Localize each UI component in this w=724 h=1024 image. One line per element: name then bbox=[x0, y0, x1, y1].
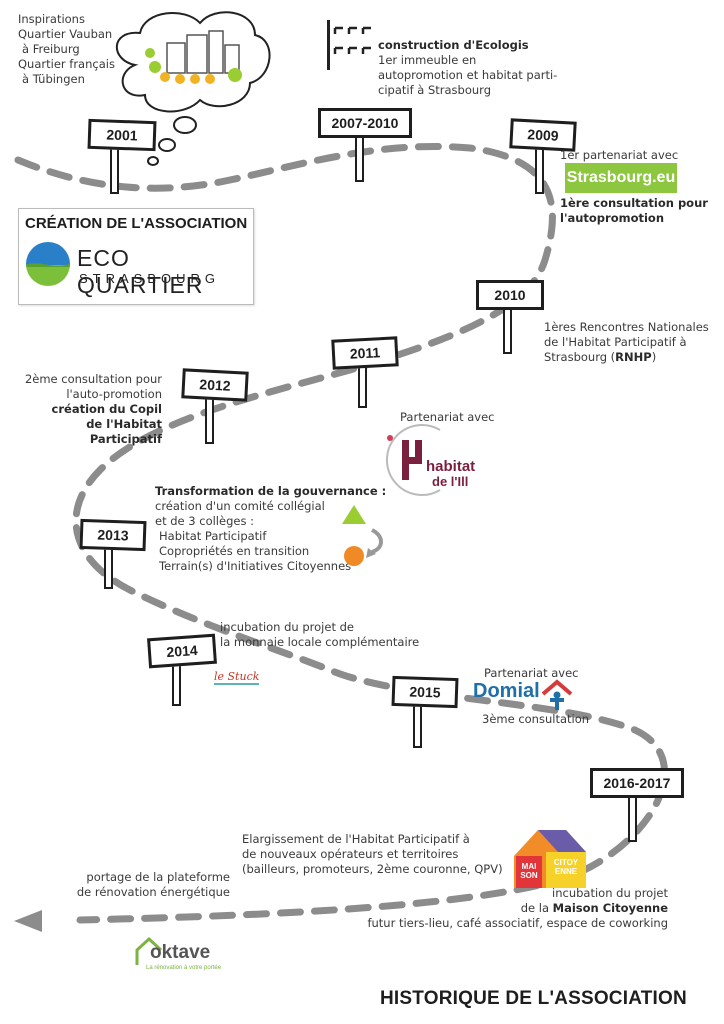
governance-text: Transformation de la gouvernance : créat… bbox=[155, 484, 386, 574]
copil-line: de l'Habitat Participatif bbox=[86, 417, 162, 446]
signpost-2014-post bbox=[172, 660, 181, 706]
habitat-ill-logo-subtext: de l'Ill bbox=[432, 474, 469, 489]
consult-2012-text: 2ème consultation pour l'auto-promotion … bbox=[20, 372, 162, 447]
domial-house-icon bbox=[541, 679, 573, 710]
inspirations-line: Quartier français bbox=[18, 57, 115, 71]
oktave-tagline: La rénovation à votre portée bbox=[146, 965, 222, 971]
governance-line: Habitat Participatif bbox=[159, 529, 267, 543]
rnhp-prefix: Strasbourg ( bbox=[544, 350, 616, 364]
maison-line: incubation du projet bbox=[552, 886, 668, 900]
signpost-2013: 2013 bbox=[79, 518, 147, 552]
signpost-2015-post bbox=[413, 700, 422, 748]
eco-quartier-logo-subtext: STRASBOURG bbox=[79, 271, 221, 286]
inspirations-line: Quartier Vauban bbox=[18, 27, 113, 41]
consult-2009-text: 1ère consultation pour l'autopromotion bbox=[560, 196, 708, 226]
maison-citoyenne-text: incubation du projet de la Maison Citoye… bbox=[360, 886, 668, 931]
building-icon bbox=[327, 20, 371, 70]
maison-citoyenne-logo-icon bbox=[514, 830, 586, 888]
monnaie-line: la monnaie locale complémentaire bbox=[220, 635, 420, 649]
signpost-2001: 2001 bbox=[87, 118, 157, 152]
governance-line: création d'un comité collégial bbox=[155, 499, 325, 513]
elargissement-line: de nouveaux opérateurs et territoires bbox=[242, 847, 459, 861]
association-heading: CRÉATION DE L'ASSOCIATION bbox=[25, 215, 248, 232]
page-title: HISTORIQUE DE L'ASSOCIATION bbox=[380, 988, 687, 1009]
road-path bbox=[14, 142, 668, 924]
copil-line: création du Copil bbox=[51, 402, 162, 416]
rnhp-acronym: RNHP bbox=[615, 350, 652, 364]
stuck-logo: le Stuck bbox=[214, 670, 260, 685]
maison-logo-right-text: CITOY ENNE bbox=[553, 858, 579, 876]
eco-quartier-logo-text: ECO QUARTIER bbox=[77, 245, 204, 298]
consult-2012-line: 2ème consultation pour bbox=[24, 372, 162, 386]
signpost-2009: 2009 bbox=[509, 118, 577, 152]
rnhp-line: 1ères Rencontres Nationales bbox=[544, 320, 709, 334]
ecologis-title: construction d'Ecologis bbox=[378, 38, 529, 52]
signpost-2012: 2012 bbox=[181, 368, 249, 402]
rnhp-line: Strasbourg (RNHP) bbox=[544, 350, 709, 365]
domial-logo: Domial bbox=[473, 680, 540, 702]
ecologis-text: construction d'Ecologis 1er immeuble en … bbox=[378, 38, 557, 98]
consult-2009-line: 1ère consultation pour bbox=[560, 196, 708, 210]
signpost-2015: 2015 bbox=[391, 675, 459, 709]
rnhp-text: 1ères Rencontres Nationales de l'Habitat… bbox=[544, 320, 709, 365]
maison-prefix: de la bbox=[520, 901, 553, 915]
governance-line: et de 3 collèges : bbox=[155, 514, 254, 528]
consult-2015-text: 3ème consultation bbox=[482, 712, 590, 726]
association-card: CRÉATION DE L'ASSOCIATION ECO QUARTIER S… bbox=[18, 208, 254, 305]
consult-2009-line: l'autopromotion bbox=[560, 211, 665, 225]
habitat-ill-logo-icon bbox=[385, 424, 441, 496]
ecologis-line: autopromotion et habitat parti- bbox=[378, 68, 558, 82]
signpost-2014: 2014 bbox=[147, 633, 217, 669]
oktave-line: de rénovation énergétique bbox=[76, 885, 230, 899]
inspirations-line: à Tübingen bbox=[22, 72, 85, 86]
monnaie-text: incubation du projet de la monnaie local… bbox=[220, 620, 419, 650]
rnhp-line: de l'Habitat Participatif à bbox=[544, 335, 687, 349]
maison-line: futur tiers-lieu, café associatif, espac… bbox=[367, 916, 668, 930]
maison-line: de la Maison Citoyenne bbox=[360, 901, 668, 916]
signpost-2016-2017: 2016-2017 bbox=[590, 768, 684, 798]
signpost-2011-post bbox=[358, 362, 367, 408]
strasbourg-logo: Strasbourg.eu bbox=[565, 163, 677, 193]
elargissement-line: Elargissement de l'Habitat Participatif … bbox=[242, 832, 470, 846]
partner-domial-text: Partenariat avec bbox=[484, 666, 579, 680]
thought-cloud-icon bbox=[115, 11, 271, 166]
oktave-logo: oktave bbox=[150, 942, 211, 963]
signpost-2011: 2011 bbox=[331, 336, 399, 370]
road-arrow-icon bbox=[14, 910, 42, 932]
maison-name: Maison Citoyenne bbox=[552, 901, 668, 915]
rnhp-suffix: ) bbox=[651, 350, 657, 364]
inspirations-line: à Freiburg bbox=[22, 42, 80, 56]
governance-line: Terrain(s) d'Initiatives Citoyennes bbox=[159, 559, 352, 573]
signpost-2013-post bbox=[104, 545, 113, 589]
partner-2009-text: 1er partenariat avec bbox=[560, 148, 679, 162]
eco-quartier-globe-icon bbox=[26, 242, 70, 286]
inspirations-text: Inspirations Quartier Vauban à Freiburg … bbox=[18, 12, 115, 87]
governance-line: Copropriétés en transition bbox=[159, 544, 310, 558]
ecologis-line: 1er immeuble en bbox=[378, 53, 477, 67]
consult-2012-line: l'auto-promotion bbox=[66, 387, 162, 401]
signpost-2010: 2010 bbox=[476, 280, 544, 310]
oktave-text: portage de la plateforme de rénovation é… bbox=[60, 870, 230, 900]
maison-logo-left-text: MAI SON bbox=[520, 862, 538, 880]
partner-ill-text: Partenariat avec bbox=[400, 410, 495, 424]
oktave-house-icon bbox=[135, 936, 163, 965]
inspirations-line: Inspirations bbox=[18, 12, 85, 26]
colleges-cycle-icon bbox=[342, 505, 383, 566]
signpost-2007-2010: 2007-2010 bbox=[318, 108, 412, 138]
oktave-line: portage de la plateforme bbox=[86, 870, 230, 884]
ecologis-line: cipatif à Strasbourg bbox=[378, 83, 492, 97]
governance-title: Transformation de la gouvernance : bbox=[155, 484, 387, 498]
habitat-ill-logo-text: habitat bbox=[426, 458, 476, 475]
elargissement-line: (bailleurs, promoteurs, 2ème couronne, Q… bbox=[242, 862, 503, 876]
elargissement-text: Elargissement de l'Habitat Participatif … bbox=[242, 832, 503, 877]
monnaie-line: incubation du projet de bbox=[220, 620, 354, 634]
